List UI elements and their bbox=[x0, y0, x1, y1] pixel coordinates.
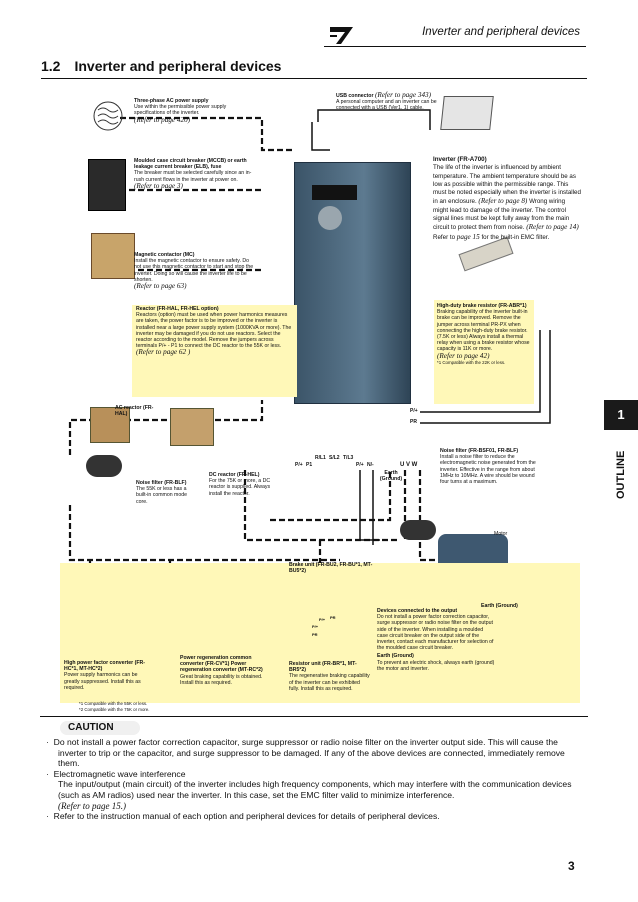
brake-unit-terminal-pr2: PR bbox=[312, 632, 318, 637]
earth-label-2: Earth (Ground) bbox=[481, 603, 518, 609]
terminal-p-plus-dc: P/+ bbox=[295, 462, 303, 468]
caution-rule bbox=[40, 716, 588, 717]
mccb-block: Moulded case circuit breaker (MCCB) or e… bbox=[134, 158, 252, 190]
usb-block: USB connector (Refer to page 343) A pers… bbox=[336, 91, 437, 112]
terminal-n: N/- bbox=[367, 462, 374, 468]
hc-block: High power factor converter (FR-HC*1, MT… bbox=[64, 660, 145, 691]
inverter-dial-icon bbox=[318, 206, 342, 230]
caution-item-detail: The input/output (main circuit) of the i… bbox=[58, 779, 572, 811]
caution-item: · Refer to the instruction manual of eac… bbox=[46, 811, 440, 822]
reactor-bg bbox=[132, 305, 297, 397]
caution-item: · Do not install a power factor correcti… bbox=[46, 737, 565, 769]
terminal-t3: T/L3 bbox=[343, 455, 354, 461]
side-tab-number: 1 bbox=[604, 400, 638, 430]
noise-filter-core-image bbox=[86, 455, 122, 477]
brake-unit-terminal-p: P/+ bbox=[319, 617, 326, 622]
power-supply-block: Three-phase AC power supply Use within t… bbox=[134, 98, 227, 124]
caution-badge: CAUTION bbox=[60, 721, 140, 735]
terminal-pr: PR bbox=[410, 419, 417, 425]
brake-unit-terminal-p2: P/+ bbox=[312, 624, 319, 629]
caution-title: CAUTION bbox=[68, 722, 114, 733]
inverter-image bbox=[294, 162, 411, 404]
terminal-s2: S/L2 bbox=[329, 455, 340, 461]
output-devices-block: Devices connected to the output Do not i… bbox=[377, 608, 495, 672]
terminal-p1: P1 bbox=[306, 462, 313, 468]
contactor-image bbox=[91, 233, 135, 279]
converter-bg bbox=[60, 563, 580, 703]
header-title: Inverter and peripheral devices bbox=[422, 26, 580, 38]
inverter-display bbox=[312, 185, 357, 200]
brake-resistor-bg bbox=[434, 300, 534, 404]
ac-reactor-label: AC reactor (FR-HAL) bbox=[115, 405, 154, 418]
ac-reactor-image bbox=[90, 407, 130, 443]
brake-unit-terminal-pr: PR bbox=[330, 615, 336, 620]
regen-block: Power regeneration common converter (FR-… bbox=[180, 655, 263, 686]
resistor-unit-block: Resistor unit (FR-BR*1, MT-BR5*2) The re… bbox=[289, 661, 370, 692]
side-tab-label: OUTLINE bbox=[615, 450, 627, 499]
brake-unit-block: Brake unit (FR-BU2, FR-BU*1, MT-BU5*2) bbox=[289, 562, 373, 575]
caution-list: · Do not install a power factor correcti… bbox=[46, 737, 586, 822]
header-rule bbox=[324, 46, 586, 47]
motor-label: Motor bbox=[494, 531, 508, 537]
page-number: 3 bbox=[568, 859, 575, 873]
noise-filter-blf-block: Noise filter (FR-BLF) The 55K or less ha… bbox=[136, 480, 188, 505]
earth-label-1: Earth (Ground) bbox=[379, 470, 403, 483]
noise-filter-bsf-block: Noise filter (FR-BSF01, FR-BLF) Install … bbox=[440, 448, 536, 486]
inverter-block: Inverter (FR-A700) The life of the inver… bbox=[433, 156, 581, 241]
dc-reactor-block: DC reactor (FR-HEL) For the 75K or more,… bbox=[209, 472, 271, 497]
terminal-p-plus-2: P/+ bbox=[356, 462, 364, 468]
dc-reactor-image bbox=[170, 408, 214, 446]
terminal-uvw: U V W bbox=[400, 462, 418, 468]
company-logo-icon bbox=[330, 27, 353, 44]
brake-resistor-block: High-duty brake resistor (FR-ABR*1) Brak… bbox=[437, 303, 530, 365]
mc-block: Magnetic contactor (MC) Install the magn… bbox=[134, 252, 254, 291]
output-core-image bbox=[400, 520, 436, 540]
section-rule bbox=[41, 78, 587, 79]
mccb-image bbox=[88, 159, 126, 211]
footnotes: *1 Compatible with the 55K or less. *2 C… bbox=[79, 701, 150, 712]
caution-item: · Electromagnetic wave interference bbox=[46, 768, 186, 779]
terminal-r1: R/L1 bbox=[315, 455, 326, 461]
reactor-block: Reactor (FR-HAL, FR-HEL option) Reactors… bbox=[136, 306, 292, 357]
terminal-p-plus: P/+ bbox=[410, 408, 418, 414]
